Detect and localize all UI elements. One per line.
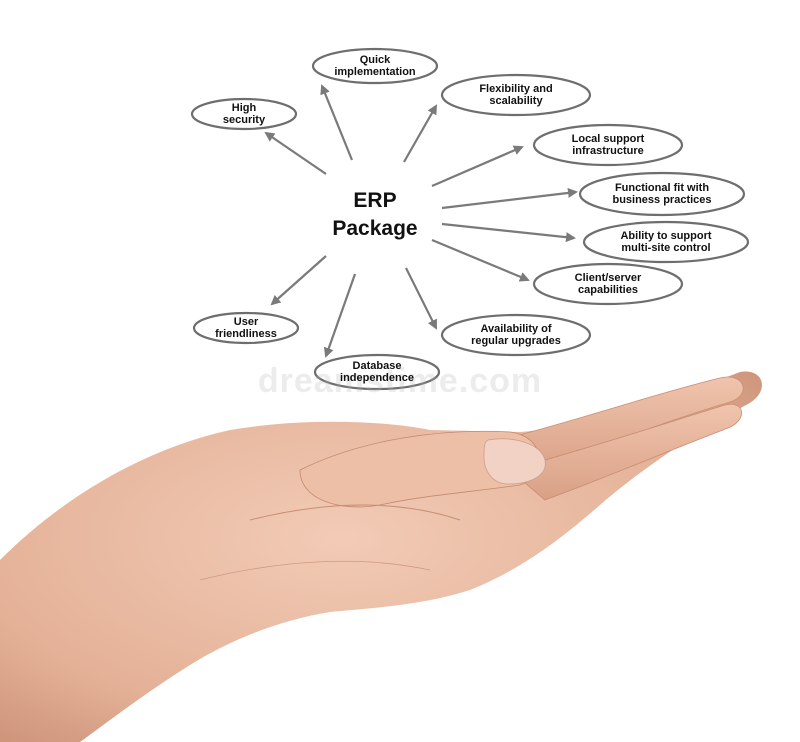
thumb <box>299 430 541 508</box>
arrows-group <box>264 84 578 358</box>
arrow-local-support <box>431 145 524 188</box>
center-title: ERP Package <box>300 180 450 250</box>
ellipse-regular-upgrades <box>440 313 592 357</box>
arrow-high-security <box>264 131 327 175</box>
ellipse-functional-fit <box>578 171 746 217</box>
arrow-client-server <box>431 238 530 282</box>
palm-crease-2 <box>199 560 431 581</box>
watermark: dreamstime.com <box>257 362 543 400</box>
ellipse-client-server <box>532 262 684 306</box>
arrow-database-independence <box>323 273 357 358</box>
ellipse-high-security <box>190 97 298 131</box>
palm-crease <box>249 504 461 521</box>
arrow-user-friendliness <box>270 255 327 306</box>
ellipse-database-independence <box>313 353 441 391</box>
arrow-quick-implementation <box>320 84 354 161</box>
center-title-line-2: Package <box>332 217 418 240</box>
arrow-multi-site-control <box>441 222 576 243</box>
ellipse-flexibility-scalability <box>440 73 592 117</box>
ellipse-user-friendliness <box>192 311 300 345</box>
ellipse-quick-implementation <box>311 47 439 85</box>
ellipse-multi-site-control <box>582 220 750 264</box>
thumbnail <box>483 438 546 485</box>
ellipse-local-support <box>532 123 684 167</box>
ellipses-group <box>190 47 750 391</box>
arrow-regular-upgrades <box>405 267 437 330</box>
middle-finger <box>509 403 742 501</box>
arrow-functional-fit <box>441 187 578 210</box>
arrow-flexibility-scalability <box>403 104 437 163</box>
center-title-line-1: ERP <box>353 189 397 212</box>
